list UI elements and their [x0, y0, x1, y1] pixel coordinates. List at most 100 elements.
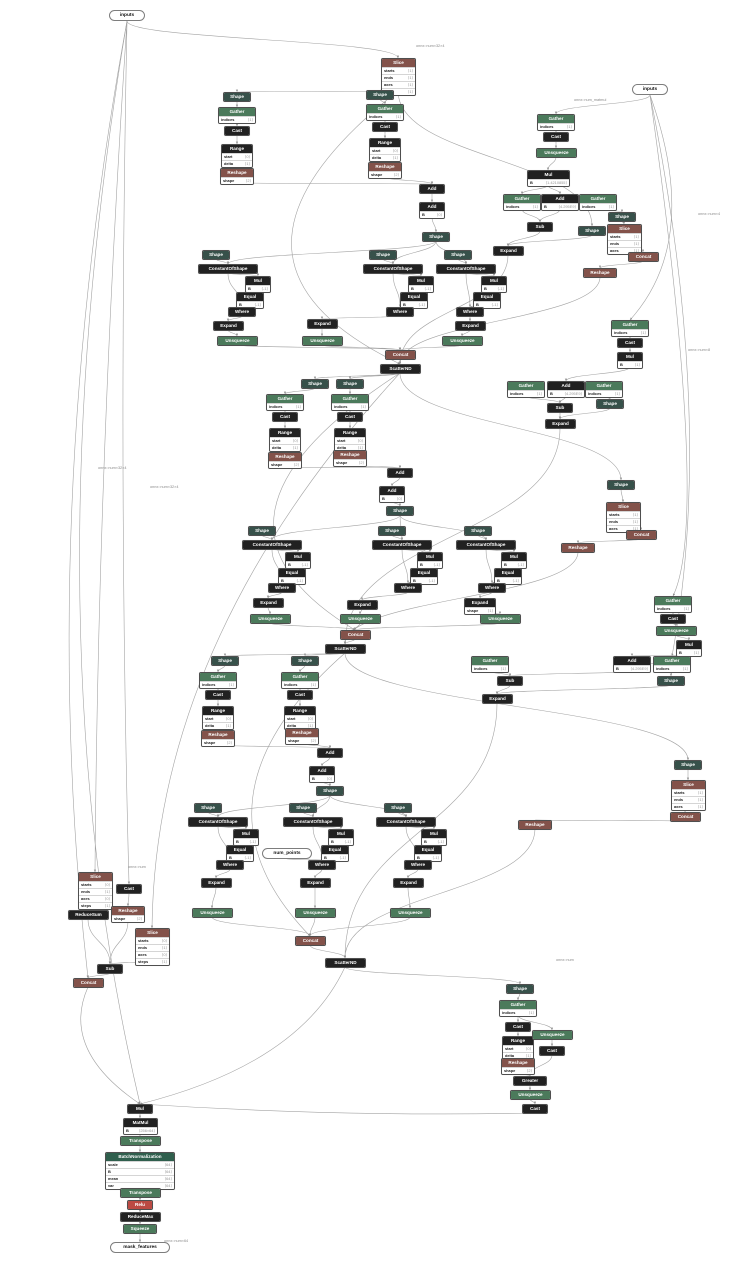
node-unsqueeze[interactable]: Unsqueeze — [340, 614, 381, 624]
node-sub[interactable]: Sub — [527, 222, 553, 232]
node-shape[interactable]: Shape — [366, 90, 394, 100]
node-cast[interactable]: Cast — [617, 338, 643, 348]
node-transpose[interactable]: Transpose — [120, 1136, 161, 1146]
node-shape[interactable]: Shape — [289, 803, 317, 813]
node-expand[interactable]: Expand — [393, 878, 424, 888]
node-unsqueeze[interactable]: Unsqueeze — [656, 626, 697, 636]
node-cast[interactable]: Cast — [660, 614, 686, 624]
node-shape[interactable]: Shape — [506, 984, 534, 994]
node-expand[interactable]: Expand — [307, 319, 338, 329]
node-unsqueeze[interactable]: Unsqueeze — [532, 1030, 573, 1040]
node-where[interactable]: Where — [386, 307, 414, 317]
node-shape[interactable]: Shape — [596, 399, 624, 409]
node-constantofshape[interactable]: ConstantOfShape — [456, 540, 516, 550]
node-unsqueeze[interactable]: Unsqueeze — [217, 336, 258, 346]
node-concat[interactable]: Concat — [626, 530, 657, 540]
node-reducemax[interactable]: ReduceMax — [120, 1212, 161, 1222]
node-shape[interactable]: Shape — [369, 250, 397, 260]
node-cast[interactable]: Cast — [522, 1104, 548, 1114]
node-scatternd[interactable]: ScatterND — [325, 644, 366, 654]
node-unsqueeze[interactable]: Unsqueeze — [390, 908, 431, 918]
node-constantofshape[interactable]: ConstantOfShape — [436, 264, 496, 274]
node-shape[interactable]: Shape — [657, 676, 685, 686]
node-expand[interactable]: Expand — [300, 878, 331, 888]
node-sub[interactable]: Sub — [547, 403, 573, 413]
node-expand[interactable]: Expand — [493, 246, 524, 256]
node-unsqueeze[interactable]: Unsqueeze — [536, 148, 577, 158]
node-concat[interactable]: Concat — [295, 936, 326, 946]
node-unsqueeze[interactable]: Unsqueeze — [295, 908, 336, 918]
node-reducesum[interactable]: ReduceSum — [68, 910, 109, 920]
node-shape[interactable]: Shape — [291, 656, 319, 666]
io-inputs[interactable]: inputs — [632, 84, 668, 95]
node-where[interactable]: Where — [404, 860, 432, 870]
node-unsqueeze[interactable]: Unsqueeze — [442, 336, 483, 346]
node-unsqueeze[interactable]: Unsqueeze — [302, 336, 343, 346]
node-expand[interactable]: Expand — [253, 598, 284, 608]
node-shape[interactable]: Shape — [316, 786, 344, 796]
node-concat[interactable]: Concat — [670, 812, 701, 822]
node-constantofshape[interactable]: ConstantOfShape — [283, 817, 343, 827]
node-constantofshape[interactable]: ConstantOfShape — [242, 540, 302, 550]
node-add[interactable]: Add — [317, 748, 343, 758]
node-unsqueeze[interactable]: Unsqueeze — [250, 614, 291, 624]
node-shape[interactable]: Shape — [386, 506, 414, 516]
node-concat[interactable]: Concat — [628, 252, 659, 262]
node-shape[interactable]: Shape — [336, 379, 364, 389]
node-mul[interactable]: Mul — [127, 1104, 153, 1114]
node-constantofshape[interactable]: ConstantOfShape — [376, 817, 436, 827]
node-expand[interactable]: Expand — [213, 321, 244, 331]
node-shape[interactable]: Shape — [444, 250, 472, 260]
node-reshape[interactable]: Reshape — [518, 820, 552, 830]
node-cast[interactable]: Cast — [224, 126, 250, 136]
node-concat[interactable]: Concat — [73, 978, 104, 988]
node-add[interactable]: Add — [419, 184, 445, 194]
node-where[interactable]: Where — [478, 583, 506, 593]
node-unsqueeze[interactable]: Unsqueeze — [480, 614, 521, 624]
node-cast[interactable]: Cast — [272, 412, 298, 422]
node-shape[interactable]: Shape — [248, 526, 276, 536]
node-where[interactable]: Where — [228, 307, 256, 317]
node-where[interactable]: Where — [456, 307, 484, 317]
node-shape[interactable]: Shape — [464, 526, 492, 536]
node-unsqueeze[interactable]: Unsqueeze — [192, 908, 233, 918]
node-shape[interactable]: Shape — [378, 526, 406, 536]
node-cast[interactable]: Cast — [205, 690, 231, 700]
